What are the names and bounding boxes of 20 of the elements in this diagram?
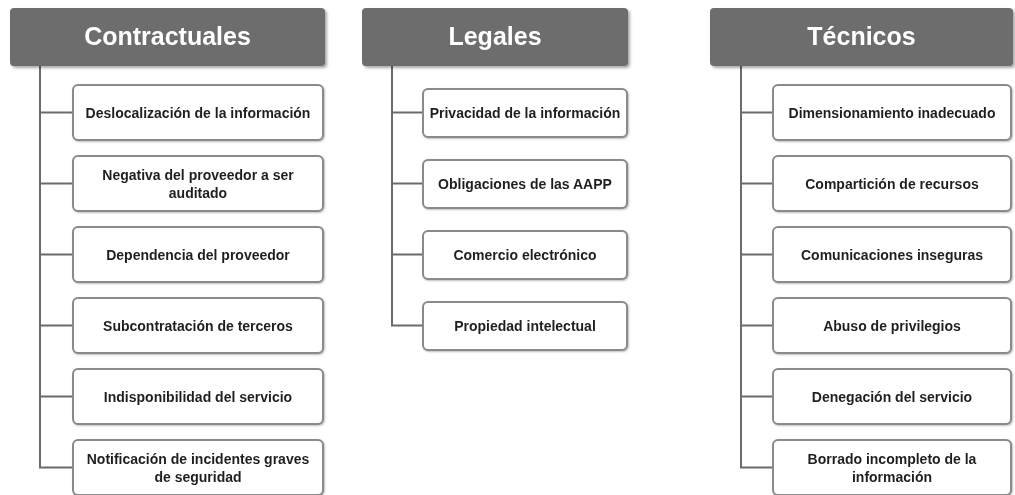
risk-box: Negativa del proveedor a ser auditado bbox=[72, 155, 324, 212]
category-header: Contractuales bbox=[10, 8, 325, 66]
risk-box: Indisponibilidad del servicio bbox=[72, 368, 324, 425]
risk-box: Dependencia del proveedor bbox=[72, 226, 324, 283]
risk-box: Compartición de recursos bbox=[772, 155, 1012, 212]
risk-box: Deslocalización de la información bbox=[72, 84, 324, 141]
risk-box: Notificación de incidentes graves de seguridad bbox=[72, 439, 324, 495]
risk-box: Privacidad de la información bbox=[422, 87, 628, 138]
risk-box: Comunicaciones inseguras bbox=[772, 226, 1012, 283]
risk-box: Borrado incompleto de la información bbox=[772, 439, 1012, 495]
category-header: Técnicos bbox=[710, 8, 1013, 66]
risk-box: Comercio electrónico bbox=[422, 229, 628, 280]
risk-box: Dimensionamiento inadecuado bbox=[772, 84, 1012, 141]
risk-box: Propiedad intelectual bbox=[422, 300, 628, 351]
risk-box: Abuso de privilegios bbox=[772, 297, 1012, 354]
category-header: Legales bbox=[362, 8, 628, 66]
risk-box: Obligaciones de las AAPP bbox=[422, 158, 628, 209]
connector-line bbox=[391, 65, 423, 327]
risk-box: Denegación del servicio bbox=[772, 368, 1012, 425]
risk-box: Subcontratación de terceros bbox=[72, 297, 324, 354]
